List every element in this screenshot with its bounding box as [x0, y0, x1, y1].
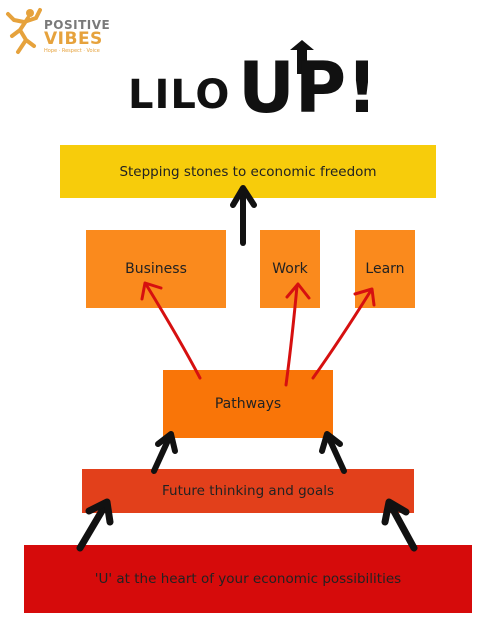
heart-base-box: 'U' at the heart of your economic possib…	[24, 545, 472, 613]
positive-vibes-logo: POSITIVE VIBES Hope · Respect · Voice	[4, 6, 134, 56]
pathways-box: Pathways	[163, 370, 333, 438]
arrow-up-to-top	[230, 185, 257, 246]
learn-box: Learn	[355, 230, 415, 308]
arrow-base-to-future-left	[76, 498, 114, 552]
future-thinking-box: Future thinking and goals	[82, 469, 414, 513]
logo-text-vibes: VIBES	[44, 29, 103, 49]
stepping-stones-box: Stepping stones to economic freedom	[60, 145, 436, 198]
business-box: Business	[86, 230, 226, 308]
arrow-pathways-to-business	[140, 281, 202, 380]
title-up-text: UP!	[238, 47, 368, 120]
runner-figure-icon	[6, 8, 42, 54]
logo-text-positive: POSITIVE	[44, 18, 111, 32]
arrow-future-to-pathways-left	[151, 431, 178, 474]
title-up-logo: UP!	[238, 40, 368, 120]
logo-tagline: Hope · Respect · Voice	[44, 48, 100, 54]
title-lilo: LILO	[128, 72, 231, 118]
arrow-base-to-future-right	[381, 498, 418, 552]
arrow-pathways-to-learn	[311, 287, 376, 380]
arrow-pathways-to-work	[284, 282, 311, 387]
arrow-future-to-pathways-right	[319, 431, 347, 474]
